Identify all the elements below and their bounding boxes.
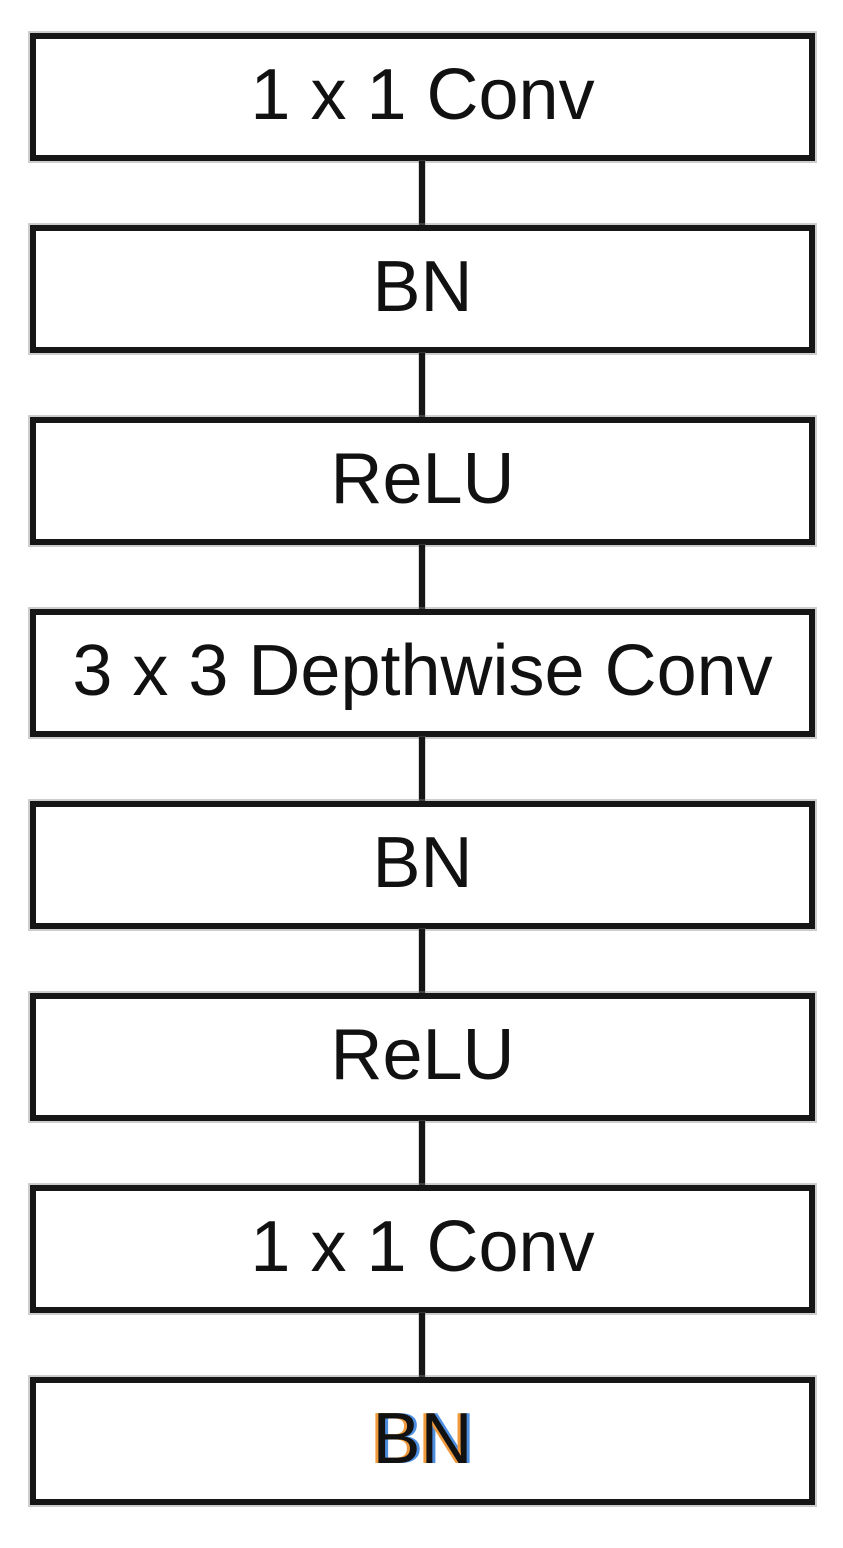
node-conv-1x1-b-label: 1 x 1 Conv bbox=[250, 1207, 595, 1287]
node-bn-a-label: BN bbox=[372, 247, 473, 327]
node-bn-b-label: BN bbox=[372, 823, 473, 903]
conv-block-flowchart: 1 x 1 Conv BN ReLU 3 x 3 Depthwise Conv … bbox=[30, 33, 815, 1505]
node-conv-1x1-b: 1 x 1 Conv bbox=[30, 1185, 815, 1313]
node-relu-a: ReLU bbox=[30, 417, 815, 545]
node-relu-a-label: ReLU bbox=[330, 439, 515, 519]
node-bn-b: BN bbox=[30, 801, 815, 929]
connector-line bbox=[419, 929, 425, 993]
node-conv-1x1-a-label: 1 x 1 Conv bbox=[250, 55, 595, 135]
node-relu-b: ReLU bbox=[30, 993, 815, 1121]
connector-line bbox=[419, 161, 425, 225]
connector-line bbox=[419, 737, 425, 801]
node-depthwise-3x3-label: 3 x 3 Depthwise Conv bbox=[72, 631, 773, 711]
node-bn-c-label: BN bbox=[372, 1399, 473, 1479]
connector-line bbox=[419, 1313, 425, 1377]
connector-line bbox=[419, 545, 425, 609]
node-bn-a: BN bbox=[30, 225, 815, 353]
connector-line bbox=[419, 1121, 425, 1185]
node-conv-1x1-a: 1 x 1 Conv bbox=[30, 33, 815, 161]
connector-line bbox=[419, 353, 425, 417]
node-depthwise-3x3: 3 x 3 Depthwise Conv bbox=[30, 609, 815, 737]
node-relu-b-label: ReLU bbox=[330, 1015, 515, 1095]
node-bn-c: BN bbox=[30, 1377, 815, 1505]
